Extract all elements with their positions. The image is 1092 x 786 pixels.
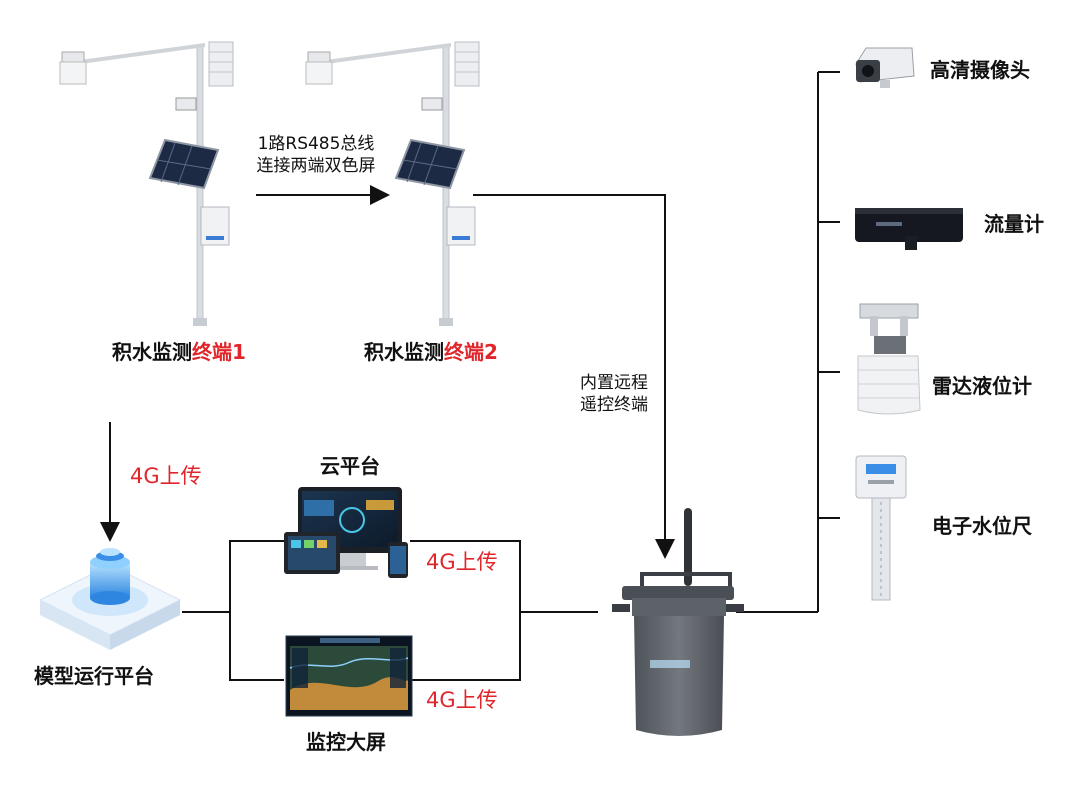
- cloud-platform-label: 云平台: [320, 454, 380, 478]
- monitor-screen-image: [285, 635, 413, 717]
- device-label-gauge: 电子水位尺: [932, 514, 1032, 538]
- flow-meter-icon: [855, 208, 963, 250]
- radar-level-meter-icon: [857, 303, 921, 415]
- platform-bracket: [229, 540, 284, 681]
- terminal-label-1: 积水监测终端1: [112, 340, 246, 364]
- device-label-camera: 高清摄像头: [930, 58, 1030, 82]
- terminal-2-name: 积水监测: [364, 340, 444, 364]
- remote-arrow: [473, 194, 675, 559]
- model-platform-icon: [38, 548, 182, 650]
- upload-cloud-label: 4G上传: [426, 550, 498, 574]
- connectors: [100, 71, 840, 681]
- upload-screen-label: 4G上传: [426, 688, 498, 712]
- bus-note-line2: 连接两端双色屏: [256, 156, 376, 176]
- terminal-2-suffix: 终端2: [444, 340, 498, 364]
- device-label-flowmeter: 流量计: [984, 212, 1044, 236]
- terminal-label-2: 积水监测终端2: [364, 340, 498, 364]
- screen-bracket: [410, 540, 521, 681]
- upload-4g-label: 4G上传: [130, 464, 202, 488]
- bus-note-line1: 1路RS485总线: [257, 134, 375, 154]
- remote-note-line1: 内置远程: [580, 373, 648, 393]
- terminal-1-suffix: 终端1: [192, 340, 246, 364]
- terminal-pole-1: [59, 41, 234, 326]
- remote-note-line2: 遥控终端: [580, 395, 648, 415]
- model-platform-label: 模型运行平台: [34, 664, 154, 688]
- hd-camera-icon: [855, 47, 915, 88]
- water-gauge-icon: [855, 455, 907, 601]
- remote-note: 内置远程 遥控终端: [572, 372, 656, 416]
- monitor-screen-label: 监控大屏: [306, 730, 386, 754]
- terminal-1-name: 积水监测: [112, 340, 192, 364]
- terminal-pole-2: [305, 41, 480, 326]
- bus-note: 1路RS485总线 连接两端双色屏: [246, 133, 386, 177]
- device-label-radar: 雷达液位计: [932, 374, 1032, 398]
- remote-terminal-device: [612, 508, 744, 736]
- cloud-platform-devices: [284, 487, 408, 578]
